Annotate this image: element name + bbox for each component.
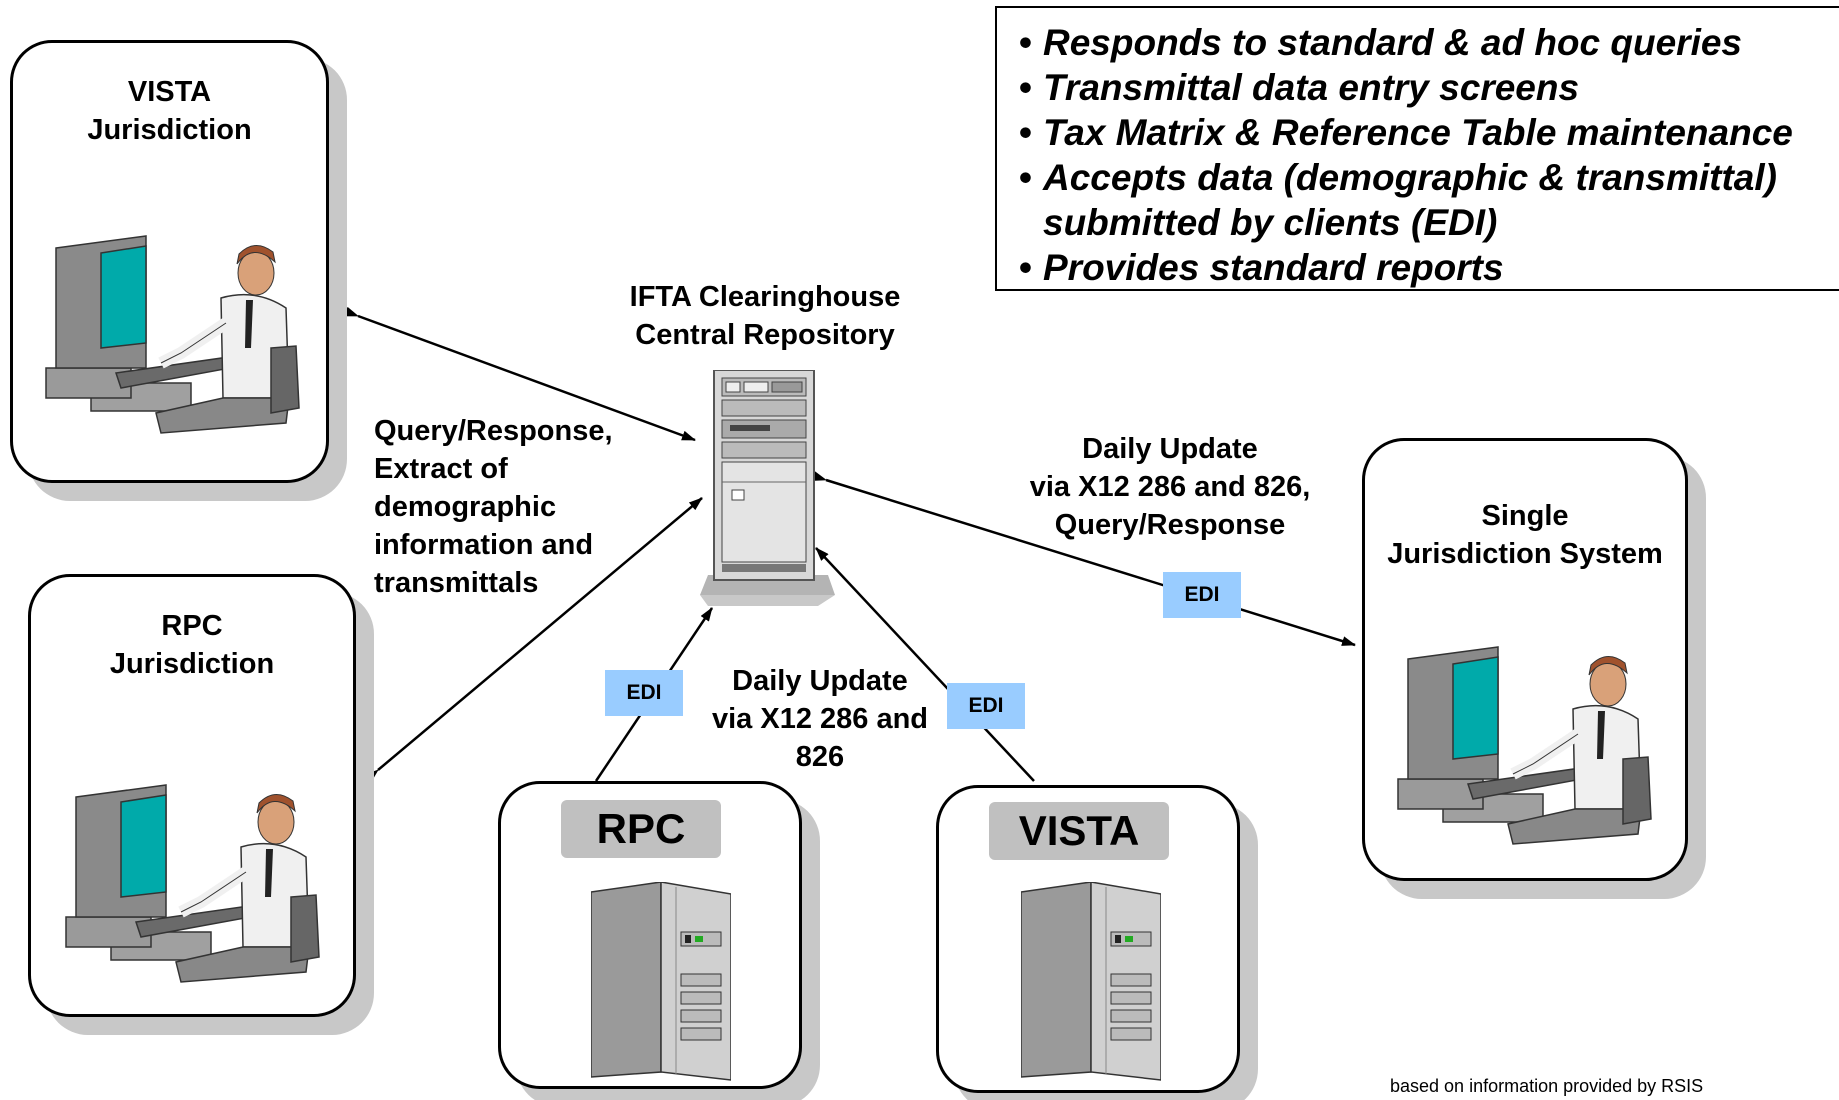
feature-text: Transmittal data entry screens xyxy=(1043,67,1580,108)
workstation-user-icon xyxy=(1393,639,1653,854)
feature-item: submitted by clients (EDI) xyxy=(1019,200,1839,245)
label-line: Extract of xyxy=(374,453,508,485)
features-box: • Responds to standard & ad hoc queries • T… xyxy=(995,6,1839,291)
single-jurisdiction-title: Single Jurisdiction System xyxy=(1365,497,1685,573)
right-connection-label: Daily Update via X12 286 and 826, Query/… xyxy=(1000,430,1340,544)
arrow-vista-server xyxy=(815,547,1035,782)
arrow-rpc-jurisdiction xyxy=(364,497,703,783)
central-repository-title: IFTA Clearinghouse Central Repository xyxy=(570,278,960,354)
title-line1: VISTA xyxy=(127,76,212,108)
title-line1: RPC xyxy=(161,610,223,642)
feature-item: • Responds to standard & ad hoc queries xyxy=(1019,20,1839,65)
bullet-icon: • xyxy=(1019,247,1032,288)
label-line: Daily Update xyxy=(1082,433,1258,465)
vista-jurisdiction-title: VISTA Jurisdiction xyxy=(13,73,326,149)
edi-tag-single: EDI xyxy=(1163,572,1241,618)
rpc-jurisdiction-box: RPC Jurisdiction xyxy=(28,574,356,1017)
label-line: via X12 286 and xyxy=(711,703,929,735)
rpc-server-title: RPC xyxy=(561,800,721,858)
feature-text: Provides standard reports xyxy=(1043,247,1504,288)
edi-tag-rpc: EDI xyxy=(605,670,683,716)
tower-server-icon xyxy=(1020,881,1162,1087)
title-line1: Single xyxy=(1481,500,1569,532)
feature-text: Responds to standard & ad hoc queries xyxy=(1043,22,1743,63)
feature-text: Accepts data (demographic & transmittal) xyxy=(1043,157,1777,198)
bullet-icon: • xyxy=(1019,112,1032,153)
vista-server-title: VISTA xyxy=(989,802,1169,860)
bottom-connection-label: Daily Update via X12 286 and 826 xyxy=(688,662,952,776)
arrow-vista-jurisdiction xyxy=(344,306,696,442)
title-line2: Jurisdiction System xyxy=(1387,538,1663,570)
vista-jurisdiction-box: VISTA Jurisdiction xyxy=(10,40,329,483)
central-title-line1: IFTA Clearinghouse xyxy=(629,281,901,313)
label-line: Query/Response xyxy=(1054,509,1286,541)
title-line2: Jurisdiction xyxy=(87,114,252,146)
vista-server-box: VISTA xyxy=(936,785,1240,1093)
label-line: Query/Response, xyxy=(374,415,613,447)
feature-item: • Tax Matrix & Reference Table maintenanc… xyxy=(1019,110,1839,155)
feature-item: • Accepts data (demographic & transmittal… xyxy=(1019,155,1839,200)
label-line: Daily Update xyxy=(732,665,908,697)
edi-tag-vista: EDI xyxy=(947,683,1025,729)
feature-text: submitted by clients (EDI) xyxy=(1043,202,1498,243)
label-line: information and xyxy=(374,529,594,561)
rpc-jurisdiction-title: RPC Jurisdiction xyxy=(31,607,353,683)
bullet-icon: • xyxy=(1019,67,1032,108)
single-jurisdiction-box: Single Jurisdiction System xyxy=(1362,438,1688,881)
label-line: via X12 286 and 826, xyxy=(1029,471,1311,503)
label-line: 826 xyxy=(795,741,845,773)
rpc-server-box: RPC xyxy=(498,781,802,1089)
feature-item: • Provides standard reports xyxy=(1019,245,1839,290)
workstation-user-icon xyxy=(61,777,321,992)
server-rack-icon xyxy=(700,369,835,615)
feature-item: • Transmittal data entry screens xyxy=(1019,65,1839,110)
footnote: based on information provided by RSIS xyxy=(1390,1076,1704,1096)
feature-text: Tax Matrix & Reference Table maintenance xyxy=(1043,112,1793,153)
workstation-user-icon xyxy=(41,228,301,443)
label-line: demographic xyxy=(374,491,557,523)
left-connection-label: Query/Response, Extract of demographic i… xyxy=(374,412,613,602)
arrow-single-jurisdiction xyxy=(812,471,1356,647)
title-line2: Jurisdiction xyxy=(109,648,275,680)
tower-server-icon xyxy=(590,881,732,1087)
bullet-icon: • xyxy=(1019,157,1032,198)
bullet-icon: • xyxy=(1019,22,1032,63)
label-line: transmittals xyxy=(374,567,539,599)
central-title-line2: Central Repository xyxy=(635,319,895,351)
features-list: • Responds to standard & ad hoc queries • T… xyxy=(997,8,1839,290)
